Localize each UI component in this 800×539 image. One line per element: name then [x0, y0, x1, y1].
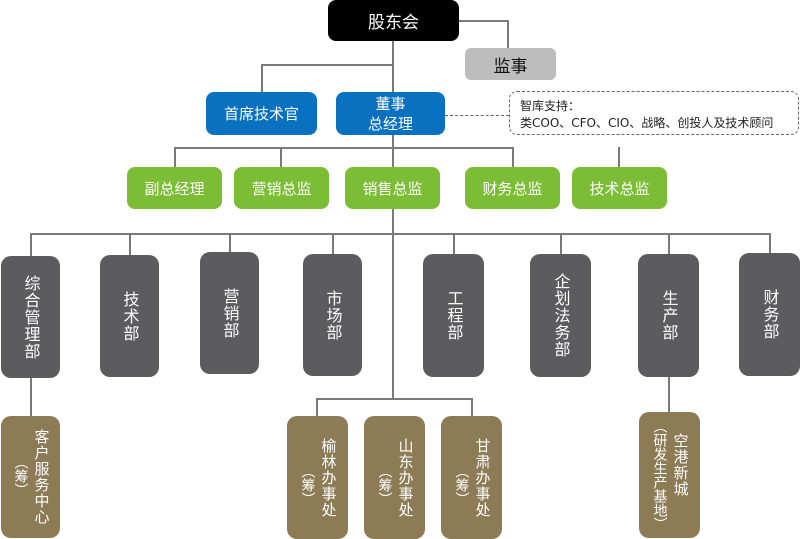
node-note: （筹）	[376, 463, 393, 506]
think-tank-title: 智库支持：	[520, 99, 581, 113]
node-label: 市场部	[323, 289, 343, 341]
node-label: 首席技术官	[223, 104, 299, 123]
node-label: 营销部	[220, 287, 240, 339]
node-general-admin-dept[interactable]: 综合管理部	[1, 256, 60, 378]
node-airport-new-city[interactable]: 空港新城 （研发生产基地）	[639, 412, 700, 538]
node-label: 副总经理	[144, 179, 205, 198]
node-label: 甘肃办事处	[473, 437, 492, 518]
node-label: 技术部	[120, 290, 140, 342]
node-label-line1: 董事	[375, 94, 406, 113]
node-sales-director[interactable]: 销售总监	[345, 167, 440, 209]
node-label: 监事	[493, 56, 528, 77]
connector	[769, 233, 771, 255]
connector	[471, 398, 473, 418]
connector	[512, 147, 514, 168]
node-label: 技术总监	[589, 179, 650, 198]
node-deputy-gm[interactable]: 副总经理	[127, 167, 222, 209]
node-customer-service-center[interactable]: 客户服务中心 （筹）	[1, 416, 60, 538]
connector	[316, 398, 472, 400]
node-finance-dept[interactable]: 财务部	[739, 253, 800, 376]
node-label: 山东办事处	[396, 437, 415, 518]
node-market-dept[interactable]: 市场部	[303, 254, 362, 376]
node-shareholders-meeting[interactable]: 股东会	[328, 0, 459, 41]
node-cto[interactable]: 首席技术官	[206, 92, 317, 135]
node-marketing-director[interactable]: 营销总监	[234, 167, 329, 209]
node-label: 营销总监	[251, 179, 312, 198]
node-label: 榆林办事处	[319, 437, 338, 518]
connector	[280, 147, 282, 168]
connector	[453, 233, 455, 255]
node-label: 空港新城	[671, 433, 690, 497]
node-tech-director[interactable]: 技术总监	[572, 167, 667, 209]
connector	[392, 40, 394, 400]
node-label: 企划法务部	[551, 273, 571, 358]
node-label: 工程部	[444, 290, 464, 341]
node-label: 股东会	[368, 13, 419, 33]
node-label: 综合管理部	[21, 274, 41, 360]
connector	[30, 233, 771, 235]
node-note: （筹）	[453, 463, 470, 506]
node-gansu-office[interactable]: 甘肃办事处 （筹）	[441, 416, 502, 539]
node-label-line2: 总经理	[367, 114, 413, 133]
connector	[174, 147, 176, 168]
node-planning-legal-dept[interactable]: 企划法务部	[530, 254, 591, 377]
connector	[332, 233, 334, 255]
node-label: 生产部	[659, 290, 679, 341]
node-marketing-dept[interactable]: 营销部	[200, 252, 259, 374]
connector	[229, 233, 231, 253]
connector	[30, 233, 32, 257]
connector	[129, 233, 131, 255]
node-note: （研发生产基地）	[651, 419, 668, 531]
connector	[30, 377, 32, 417]
node-yulin-office[interactable]: 榆林办事处 （筹）	[287, 416, 348, 539]
connector	[174, 147, 513, 149]
connector	[507, 20, 509, 50]
node-finance-director[interactable]: 财务总监	[465, 167, 560, 209]
think-tank-note: 智库支持： 类COO、CFO、CIO、战略、创投人及技术顾问	[509, 91, 799, 135]
connector	[618, 147, 620, 168]
node-engineering-dept[interactable]: 工程部	[423, 254, 484, 377]
node-note: （筹）	[299, 463, 316, 506]
node-label: 财务部	[760, 289, 780, 340]
connector	[261, 64, 263, 94]
node-shandong-office[interactable]: 山东办事处 （筹）	[364, 416, 425, 539]
connector	[560, 233, 562, 255]
node-label: 财务总监	[482, 179, 543, 198]
node-tech-dept[interactable]: 技术部	[100, 255, 159, 377]
dashed-connector	[445, 115, 509, 116]
think-tank-body: 类COO、CFO、CIO、战略、创投人及技术顾问	[520, 116, 774, 130]
node-supervisor[interactable]: 监事	[465, 48, 556, 80]
connector	[458, 20, 508, 22]
node-label: 销售总监	[362, 179, 423, 198]
node-production-dept[interactable]: 生产部	[638, 254, 699, 377]
node-note: （筹）	[12, 455, 29, 497]
connector	[316, 398, 318, 418]
node-chairman-gm[interactable]: 董事 总经理	[336, 92, 445, 135]
connector	[261, 64, 393, 66]
node-label: 客户服务中心	[32, 429, 51, 525]
